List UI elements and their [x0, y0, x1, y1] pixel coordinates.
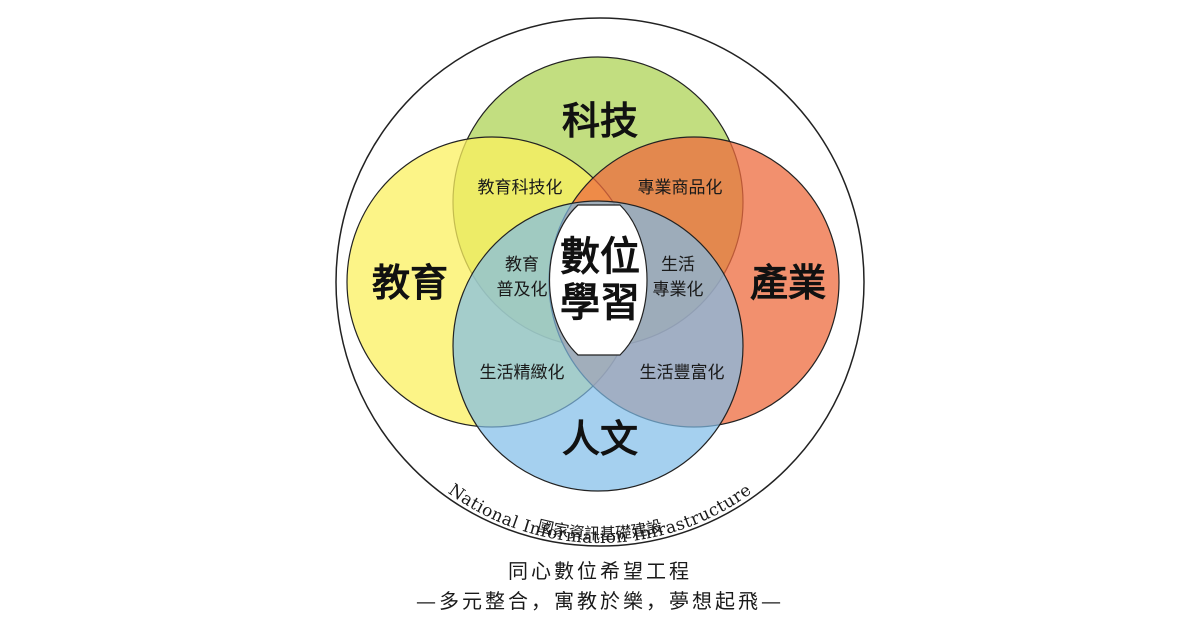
inner-left-line2: 普及化: [497, 280, 548, 300]
overlap-edu-hum: 生活精緻化: [480, 363, 565, 383]
technology-label: 科技: [562, 99, 638, 143]
outer-ring: [335, 17, 865, 547]
center-label-line1: 數位: [560, 234, 640, 280]
overlap-tech-ind: 專業商品化: [638, 178, 723, 198]
overlap-ind-hum: 生活豐富化: [640, 363, 725, 383]
overlap-edu-tech: 教育科技化: [478, 178, 563, 198]
inner-right-line1: 生活: [661, 255, 695, 275]
inner-left-line1: 教育: [505, 255, 539, 275]
slogan-line2: —多元整合，寓教於樂，夢想起飛—: [416, 589, 784, 613]
industry-label: 產業: [750, 261, 826, 305]
center-label-line2: 學習: [560, 280, 640, 326]
slogan-line1: 同心數位希望工程: [508, 559, 692, 583]
humanities-label: 人文: [562, 417, 638, 461]
center-lens: [548, 204, 648, 356]
education-label: 教育: [372, 261, 448, 305]
inner-right-line2: 專業化: [653, 280, 704, 300]
